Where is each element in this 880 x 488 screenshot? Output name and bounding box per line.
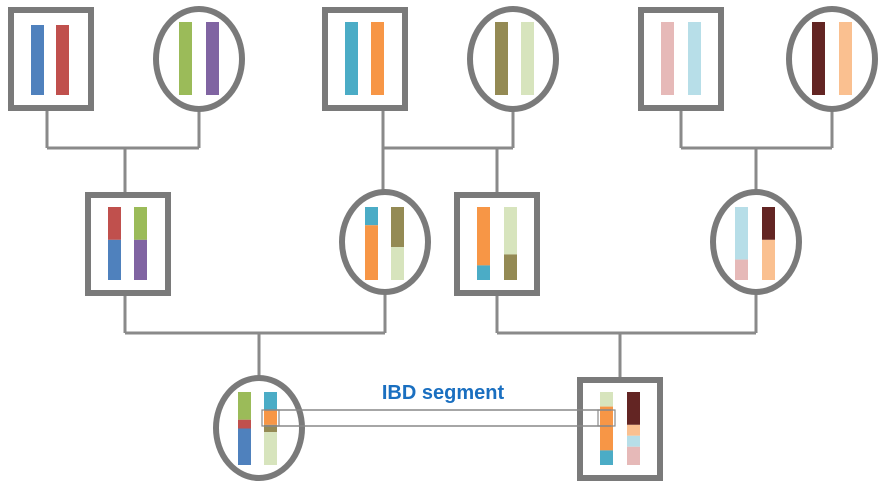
male-symbol	[322, 7, 408, 111]
chromosome-segment	[365, 225, 378, 280]
chromosome-segment	[600, 406, 613, 451]
female-ellipse	[786, 6, 878, 112]
ibd-segment-label: IBD segment	[382, 382, 505, 404]
male-square	[638, 7, 724, 111]
chromosome-segment	[504, 254, 517, 280]
chromosome-segment	[627, 435, 640, 447]
chromosome-segment	[264, 432, 277, 465]
chromosome-segment	[238, 428, 251, 465]
female-ellipse	[339, 189, 431, 295]
female-symbol	[153, 6, 245, 112]
male-symbol	[577, 377, 663, 481]
male-square	[322, 7, 408, 111]
ibd-bracket-left	[261, 409, 280, 427]
pedigree-lines	[45, 108, 834, 380]
chromosome-segment	[627, 424, 640, 436]
male-square	[8, 7, 94, 111]
chromosome-segment	[812, 22, 825, 95]
ibd-bracket-right	[597, 409, 616, 427]
chromosome-segment	[735, 207, 748, 260]
male-square	[577, 377, 663, 481]
chromosome-segment	[56, 25, 69, 95]
pedigree-individuals	[8, 6, 878, 481]
male-square	[85, 192, 171, 296]
female-symbol	[710, 189, 802, 295]
male-symbol	[8, 7, 94, 111]
chromosome-segment	[521, 22, 534, 95]
chromosome-segment	[391, 247, 404, 280]
chromosome-segment	[371, 22, 384, 95]
chromosome-segment	[206, 22, 219, 95]
chromosome-segment	[31, 25, 44, 95]
chromosome-segment	[179, 22, 192, 95]
female-symbol	[213, 375, 305, 481]
chromosome-segment	[264, 424, 277, 433]
chromosome-segment	[495, 22, 508, 95]
male-symbol	[638, 7, 724, 111]
chromosome-segment	[477, 265, 490, 280]
chromosome-segment	[688, 22, 701, 95]
male-square	[454, 192, 540, 296]
female-symbol	[467, 6, 559, 112]
chromosome-segment	[627, 392, 640, 425]
ibd-segment-lines	[261, 409, 616, 427]
chromosome-segment	[504, 207, 517, 255]
chromosome-segment	[238, 392, 251, 420]
chromosome-segment	[839, 22, 852, 95]
chromosome-segment	[762, 239, 775, 280]
chromosome-segment	[661, 22, 674, 95]
male-symbol	[454, 192, 540, 296]
chromosome-segment	[365, 207, 378, 226]
female-symbol	[786, 6, 878, 112]
chromosome-segment	[134, 239, 147, 280]
female-ellipse	[153, 6, 245, 112]
chromosome-segment	[134, 207, 147, 240]
female-ellipse	[467, 6, 559, 112]
chromosome-segment	[238, 419, 251, 429]
chromosome-segment	[264, 410, 277, 425]
female-ellipse	[710, 189, 802, 295]
chromosome-segment	[345, 22, 358, 95]
female-symbol	[339, 189, 431, 295]
chromosome-segment	[264, 392, 277, 411]
chromosome-segment	[600, 392, 613, 407]
chromosome-segment	[735, 259, 748, 280]
female-ellipse	[213, 375, 305, 481]
chromosome-segment	[627, 446, 640, 465]
chromosome-segment	[108, 239, 121, 280]
chromosome-segment	[391, 207, 404, 248]
male-symbol	[85, 192, 171, 296]
chromosome-segment	[762, 207, 775, 240]
chromosome-segment	[477, 207, 490, 266]
chromosome-segment	[600, 450, 613, 465]
chromosome-segment	[108, 207, 121, 240]
